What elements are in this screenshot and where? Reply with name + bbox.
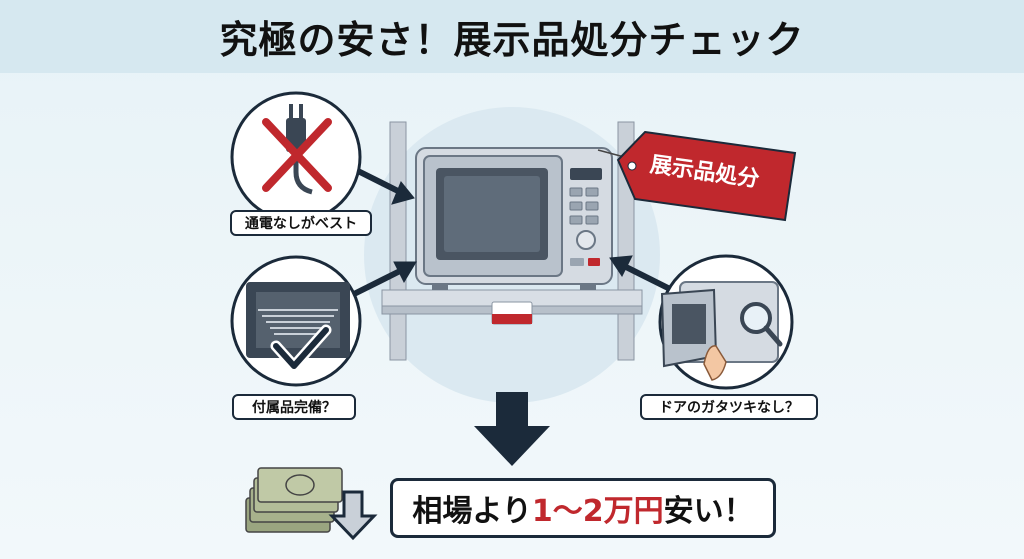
unplugged-cross-icon [230,91,362,223]
check-label-door: ドアのガタツキなし？ [640,394,818,420]
result-prefix: 相場より [412,494,532,529]
door-magnifier-icon [658,254,794,390]
page-title: 究極の安さ！展示品処分チェック [219,18,805,62]
money-stack-icon [245,467,343,533]
check-label-accessories: 付属品完備？ [232,394,356,420]
result-suffix: 安い！ [663,494,754,529]
result-banner: 相場より 1〜2万円 安い！ [390,478,776,538]
pointer-arrows [350,165,674,298]
check-label-unplugged: 通電なしがベスト [230,210,372,236]
price-down-arrow-icon [328,490,378,541]
oven-tray-check-icon [230,255,362,387]
result-highlight: 1〜2万円 [531,494,664,529]
down-arrow-icon [474,392,550,466]
price-tag-icon [597,130,797,222]
header-banner: 究極の安さ！展示品処分チェック [0,0,1024,73]
microwave-icon [415,147,613,290]
